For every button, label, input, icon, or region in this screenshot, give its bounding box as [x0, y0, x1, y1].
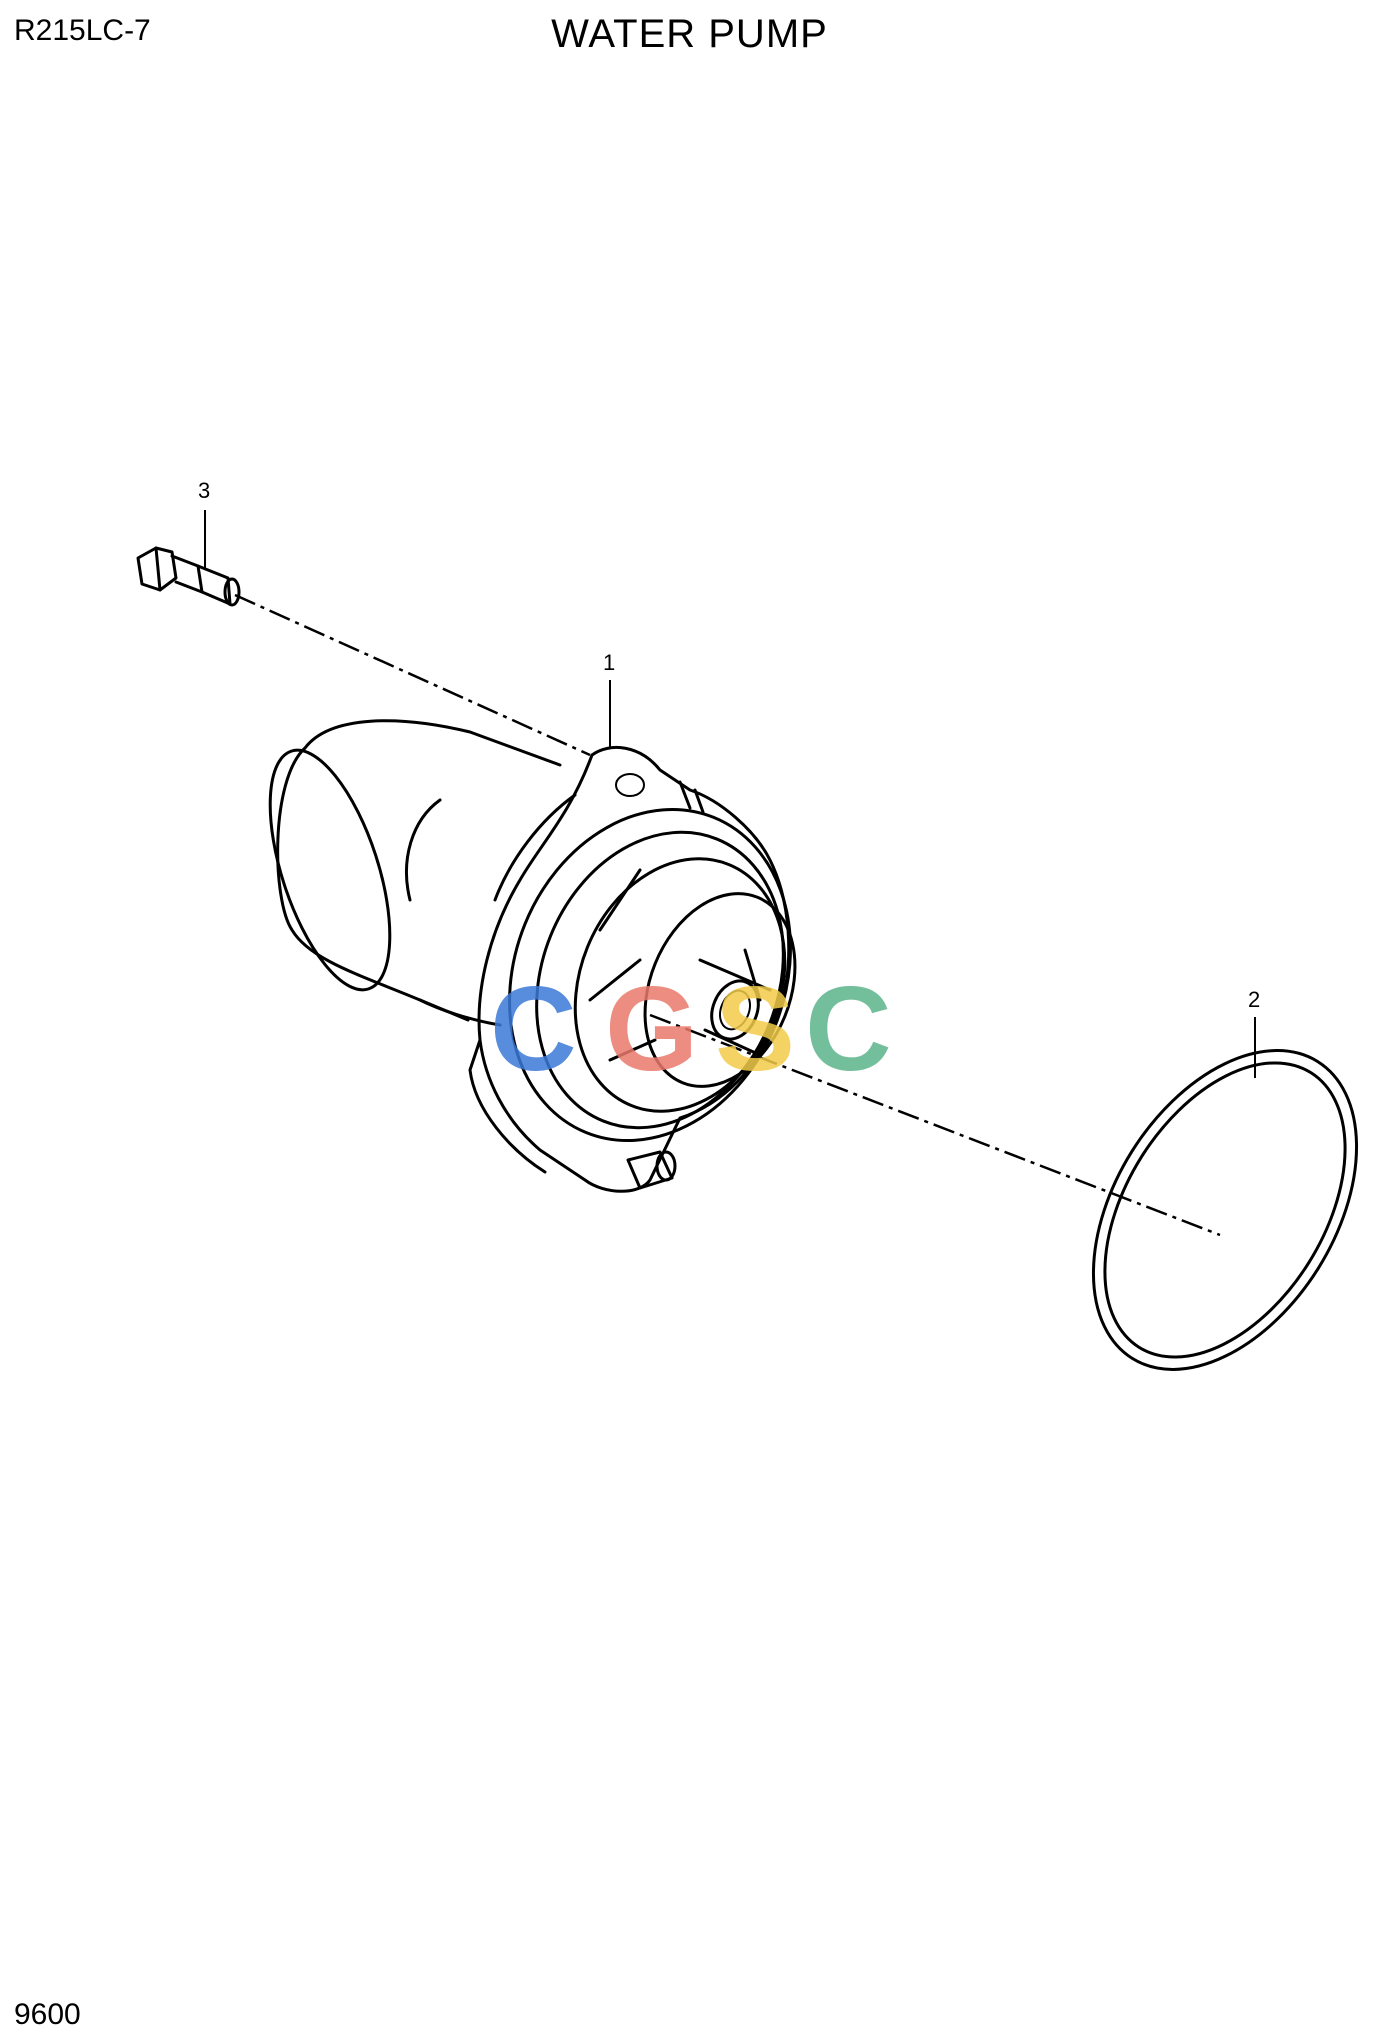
watermark-letter: S	[715, 962, 795, 1096]
bolt-part-3	[136, 546, 241, 607]
model-label: R215LC-7	[14, 14, 151, 47]
gasket-ring-part-2	[1091, 1049, 1359, 1371]
page-title: WATER PUMP	[551, 12, 828, 56]
callout-2: 2	[1248, 987, 1260, 1012]
water-pump-part-1	[268, 719, 797, 1193]
assembly-axis-lines	[234, 593, 1221, 1237]
watermark-logo: C G S C	[490, 962, 892, 1096]
callout-leaders	[204, 510, 1256, 1078]
watermark-letter: C	[805, 962, 892, 1096]
page-number: 9600	[14, 1998, 81, 2031]
callout-1: 1	[603, 650, 615, 675]
watermark-letter: G	[605, 962, 698, 1096]
watermark-letter: C	[490, 962, 577, 1096]
callout-3: 3	[198, 478, 210, 503]
